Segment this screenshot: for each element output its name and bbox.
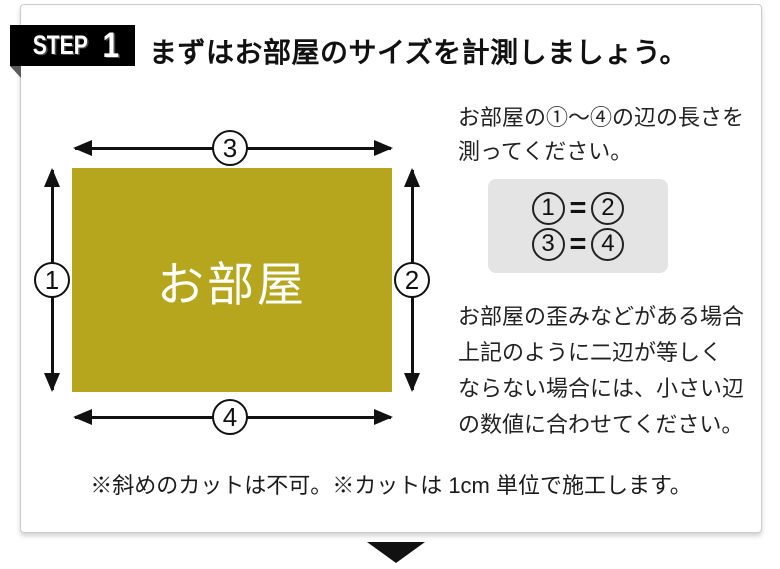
instruction-paragraph-1: お部屋の①〜④の辺の長さを 測ってください。 <box>458 101 744 169</box>
arrow-head-left-icon <box>73 409 92 425</box>
equation-number-circle: 2 <box>591 191 625 225</box>
arrow-head-right-icon <box>374 140 393 156</box>
instruction-line: お部屋の歪みなどがある場合 <box>458 304 745 329</box>
equation-number: 1 <box>541 194 555 221</box>
step-badge-number: 1 <box>101 26 119 65</box>
arrow-head-left-icon <box>73 140 92 156</box>
arrow-head-down-icon <box>44 373 60 392</box>
content-panel: STEP 1 まずはお部屋のサイズを計測しましょう。 お部屋 3 4 <box>10 4 762 533</box>
equation-number: 2 <box>601 194 615 221</box>
side-number-3-label: 3 <box>222 132 238 163</box>
side-number-2-label: 2 <box>404 264 420 295</box>
equation-row-2: 3 = 4 <box>531 227 625 261</box>
page-title: まずはお部屋のサイズを計測しましょう。 <box>149 37 688 68</box>
equals-sign: = <box>569 191 587 224</box>
instruction-line: 上記のように二辺が等しく <box>458 340 723 365</box>
equation-row-1: 1 = 2 <box>531 191 625 225</box>
arrow-head-up-icon <box>404 168 420 187</box>
footer-note: ※斜めのカットは不可。※カットは 1cm 単位で施工します。 <box>90 473 692 498</box>
equation-number: 4 <box>601 230 615 257</box>
instruction-line: 測ってください。 <box>458 139 633 164</box>
instruction-paragraph-2: お部屋の歪みなどがある場合 上記のように二辺が等しく ならない場合には、小さい辺… <box>458 299 744 443</box>
arrow-head-right-icon <box>374 409 393 425</box>
room-label: お部屋 <box>157 257 307 311</box>
step-badge: STEP 1 <box>10 25 135 66</box>
equals-sign: = <box>569 227 587 260</box>
side-number-4: 4 <box>212 399 248 435</box>
instruction-line: の数値に合わせてください。 <box>458 412 744 437</box>
arrow-head-down-icon <box>404 373 420 392</box>
side-number-1-label: 1 <box>44 264 60 295</box>
side-number-1: 1 <box>34 262 70 298</box>
side-number-2: 2 <box>394 262 430 298</box>
equation-number-circle: 4 <box>591 227 625 261</box>
down-arrow-icon <box>367 542 425 563</box>
equation-box: 1 = 2 3 = 4 <box>488 179 668 273</box>
side-number-4-label: 4 <box>222 401 238 432</box>
step-badge-label: STEP <box>32 30 88 60</box>
instruction-line: お部屋の①〜④の辺の長さを <box>458 105 745 130</box>
equation-number-circle: 3 <box>531 227 565 261</box>
ribbon-fold <box>10 66 21 78</box>
side-number-3: 3 <box>212 130 248 166</box>
room-rect: お部屋 <box>72 168 392 392</box>
instruction-line: ならない場合には、小さい辺 <box>458 376 745 401</box>
equation-number: 3 <box>541 230 555 257</box>
equation-number-circle: 1 <box>531 191 565 225</box>
room-diagram: お部屋 3 4 1 <box>21 5 461 445</box>
arrow-head-up-icon <box>44 168 60 187</box>
